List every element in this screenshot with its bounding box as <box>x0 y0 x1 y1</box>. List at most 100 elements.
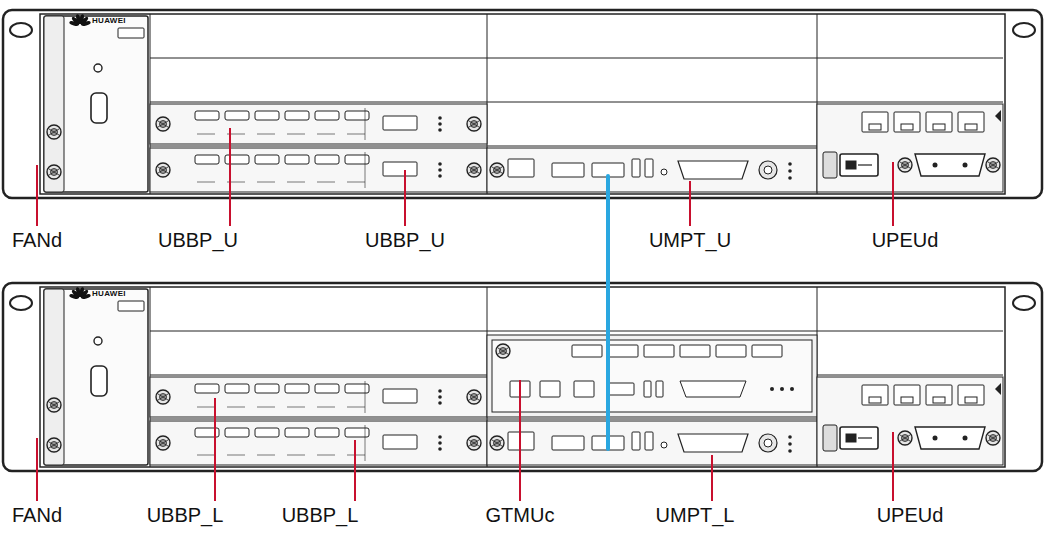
part-name: FANd <box>12 230 62 250</box>
brand-logo-text: HUAWEI <box>92 17 126 25</box>
umpt-board <box>487 421 817 465</box>
part-name: GTMUc <box>486 505 555 525</box>
screw <box>156 390 170 404</box>
screw-slot <box>469 121 479 127</box>
logo-petal <box>80 293 91 299</box>
slot-divider <box>150 331 1003 332</box>
brand-logo-text: HUAWEI <box>92 290 126 298</box>
cpri-port <box>345 384 369 393</box>
sfp-port <box>383 389 417 403</box>
screw <box>156 117 170 131</box>
port-mark <box>287 455 305 456</box>
upeu-board <box>817 104 1003 192</box>
usb-port <box>645 432 653 450</box>
cpri-port <box>315 428 339 437</box>
gtmu-panel <box>492 340 812 412</box>
switch-mark <box>858 164 872 165</box>
screw-slot <box>469 394 479 400</box>
screw-slot <box>469 440 479 446</box>
gtmu-port <box>644 345 674 357</box>
label-plate <box>118 28 144 38</box>
led <box>788 442 792 446</box>
gtmu-port <box>608 345 638 357</box>
db-connector <box>680 381 746 397</box>
leader-line <box>229 128 231 226</box>
power-switch-guard <box>823 152 837 178</box>
rack-ear-hole <box>10 296 32 310</box>
part-name: FANd <box>12 505 62 525</box>
cpri-port <box>255 384 279 393</box>
rj45-port <box>508 159 534 177</box>
screw <box>47 398 61 412</box>
sfp-port <box>383 162 417 176</box>
sfp-port <box>552 163 584 177</box>
rack-ear-hole <box>1013 296 1035 310</box>
led <box>438 174 442 178</box>
gtmu-port <box>572 345 602 357</box>
led <box>438 401 442 405</box>
switch-mark <box>858 437 872 438</box>
led <box>438 395 442 399</box>
screw-slot <box>49 402 59 408</box>
led <box>788 176 792 180</box>
slot-divider <box>150 58 1003 59</box>
screw-slot <box>158 121 168 127</box>
screw <box>467 390 481 404</box>
part-name: UPEUd <box>872 230 939 250</box>
screw-slot <box>469 394 479 400</box>
upeu-board <box>817 377 1003 465</box>
cpri-port <box>255 111 279 120</box>
led <box>438 389 442 393</box>
cpri-port <box>345 111 369 120</box>
screw-slot <box>492 167 502 173</box>
cpri-port <box>285 384 309 393</box>
part-name: UPEUd <box>877 505 944 525</box>
rj45-port <box>894 385 920 405</box>
port-mark <box>197 182 215 183</box>
screw <box>467 163 481 177</box>
screw-slot <box>49 129 59 135</box>
port-mark <box>347 182 365 183</box>
screw-slot <box>900 162 910 168</box>
power-switch <box>840 427 878 449</box>
rack-ear-hole <box>10 23 32 37</box>
usb-port <box>656 381 663 397</box>
led <box>790 387 794 391</box>
db-connector <box>678 161 748 179</box>
cpri-port <box>285 111 309 120</box>
board-divider <box>365 425 366 461</box>
screw-slot <box>158 167 168 173</box>
screw-slot <box>158 440 168 446</box>
part-name: UBBP_L <box>282 505 359 525</box>
screw-slot <box>492 167 502 173</box>
power-switch-guard <box>823 425 837 451</box>
port-mark <box>317 182 335 183</box>
usb-port <box>632 432 640 450</box>
screw-slot <box>158 394 168 400</box>
gps-connector <box>759 161 777 179</box>
port-mark <box>347 134 365 135</box>
power-connector <box>915 154 985 176</box>
rj45-port <box>862 385 888 405</box>
board-divider <box>365 381 366 413</box>
slot-divider <box>150 102 1003 103</box>
part-name: UBBP_U <box>158 230 238 250</box>
cpri-port <box>285 155 309 164</box>
interconnect-cable <box>606 176 610 449</box>
umpt-board <box>487 148 817 192</box>
screw-slot <box>49 169 59 175</box>
screw <box>986 431 1000 445</box>
reset-button <box>661 169 667 175</box>
part-name: UMPT_U <box>649 230 731 250</box>
screw-slot <box>469 167 479 173</box>
rj45-latch <box>869 124 881 130</box>
cpri-port <box>225 111 249 120</box>
chassis-outline <box>3 283 1042 471</box>
gtmu-port <box>680 345 710 357</box>
leader-line <box>519 380 521 501</box>
cpri-port <box>225 428 249 437</box>
screw-slot <box>158 440 168 446</box>
screw-slot <box>469 121 479 127</box>
gps-connector <box>759 434 777 452</box>
cpri-port <box>255 428 279 437</box>
